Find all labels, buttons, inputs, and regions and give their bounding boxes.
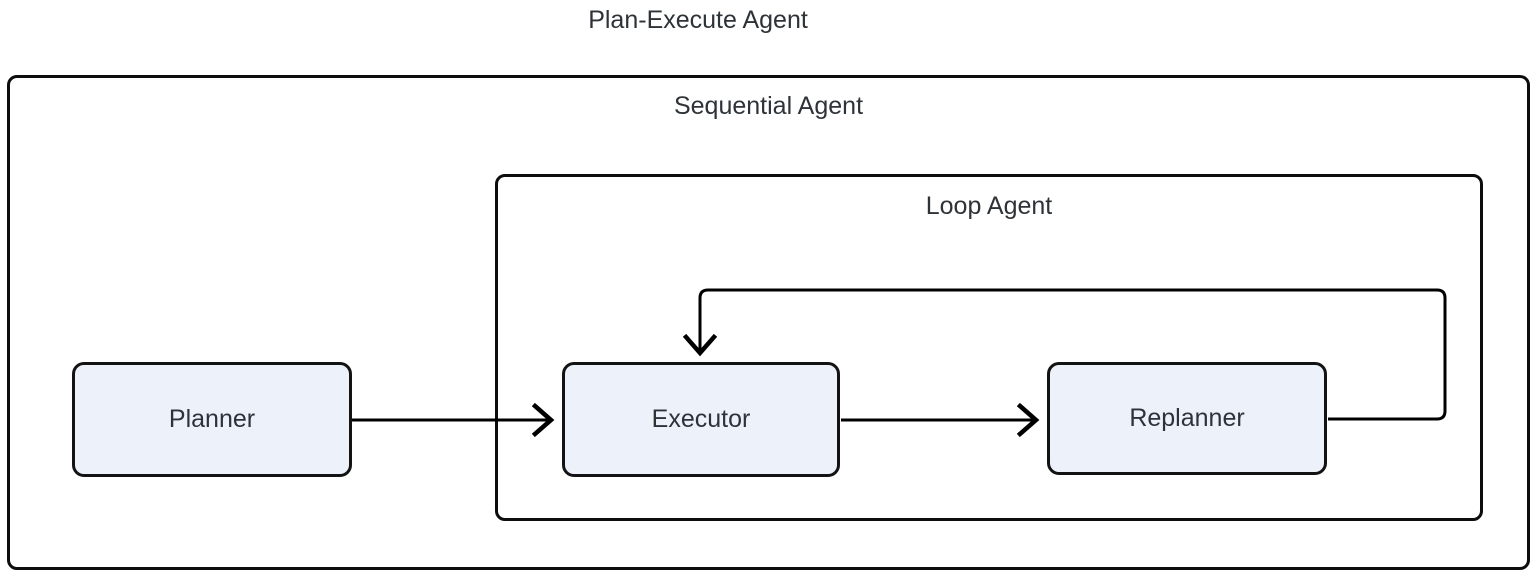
loop-agent-container: Loop Agent <box>495 174 1483 521</box>
sequential-agent-container: Sequential Agent <box>7 75 1530 570</box>
node-executor: Executor <box>562 362 840 477</box>
node-replanner-label: Replanner <box>1129 404 1245 432</box>
sequential-agent-label: Sequential Agent <box>673 92 864 120</box>
diagram-title: Plan-Execute Agent <box>588 6 808 34</box>
node-executor-label: Executor <box>651 405 751 433</box>
node-planner: Planner <box>72 362 352 477</box>
node-planner-label: Planner <box>168 405 256 433</box>
loop-agent-label: Loop Agent <box>925 192 1053 220</box>
node-replanner: Replanner <box>1047 362 1327 475</box>
